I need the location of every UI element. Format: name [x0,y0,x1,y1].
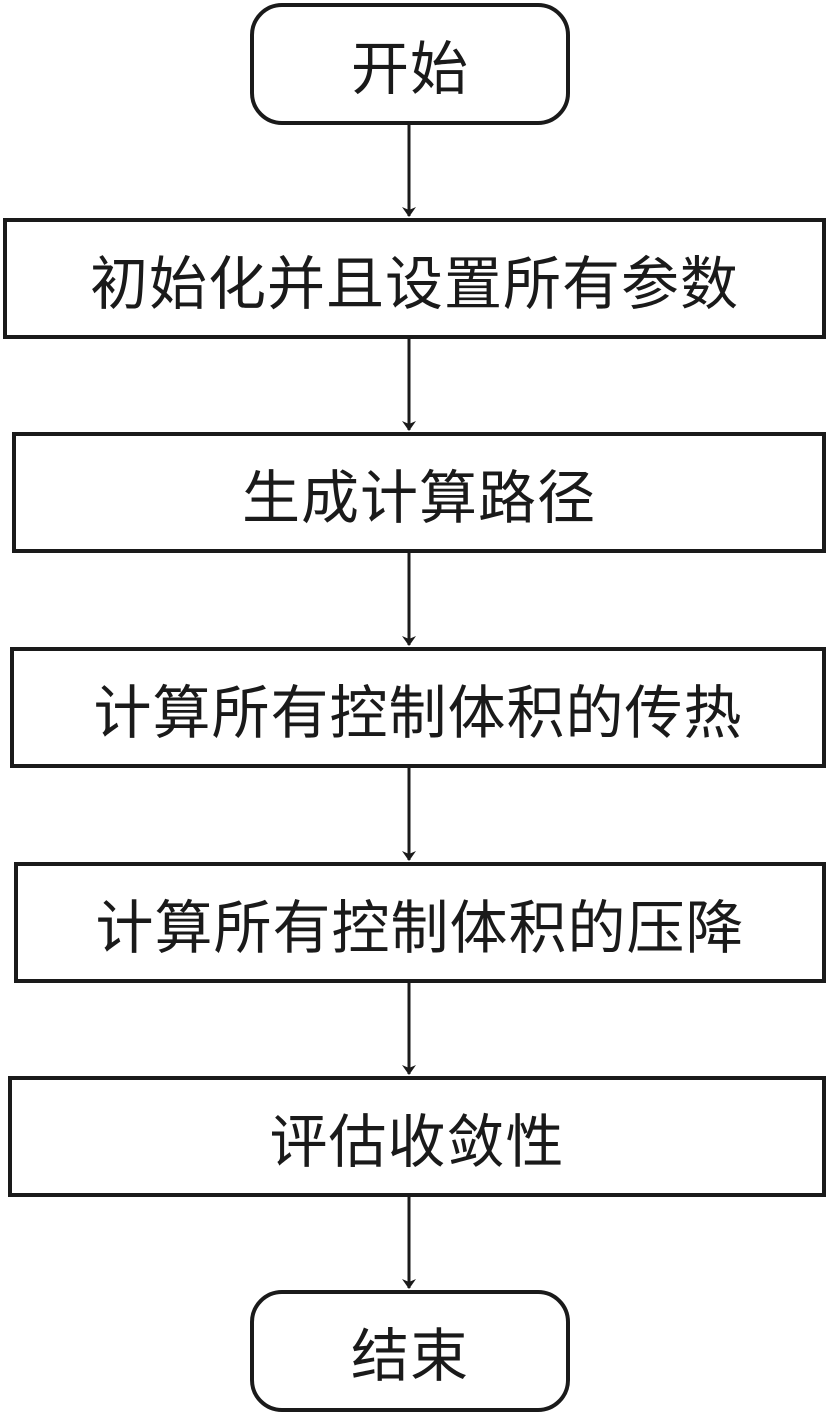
step-initialize-parameters: 初始化并且设置所有参数 [3,218,826,339]
step-label: 计算所有控制体积的传热 [93,678,743,747]
step-compute-heat-transfer: 计算所有控制体积的传热 [10,647,826,768]
end-label: 结束 [350,1322,469,1390]
step-label: 计算所有控制体积的压降 [95,893,745,962]
step-compute-pressure-drop: 计算所有控制体积的压降 [14,862,826,983]
step-generate-path: 生成计算路径 [12,432,826,553]
step-label: 初始化并且设置所有参数 [89,249,739,318]
step-evaluate-convergence: 评估收敛性 [8,1076,826,1197]
start-node: 开始 [250,3,570,125]
step-label: 评估收敛性 [269,1107,565,1176]
start-label: 开始 [350,35,469,103]
end-node: 结束 [250,1290,570,1412]
step-label: 生成计算路径 [241,463,596,532]
